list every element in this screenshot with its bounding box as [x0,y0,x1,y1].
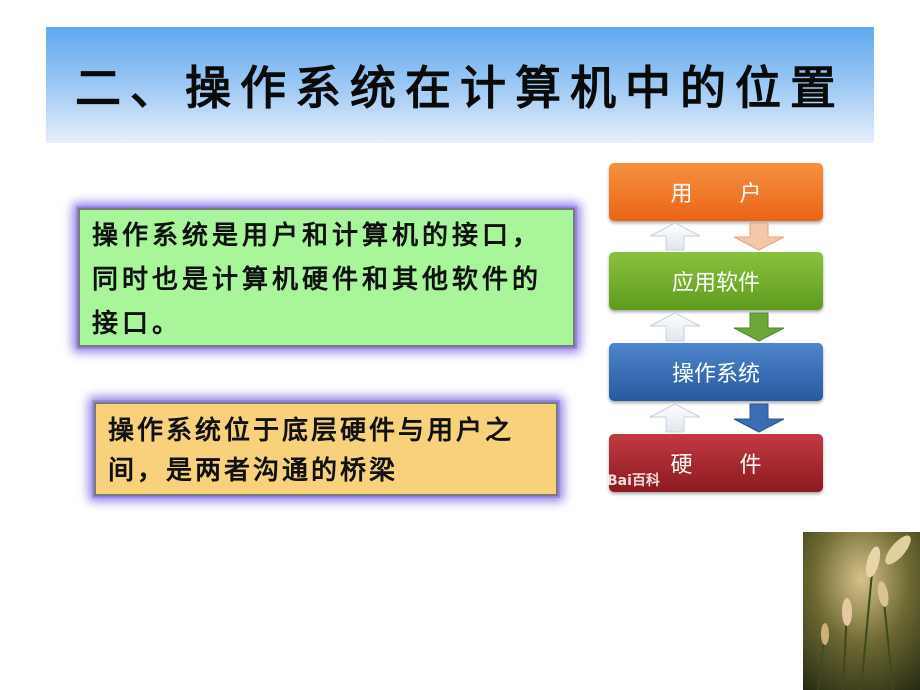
note-interface: 操作系统是用户和计算机的接口，同时也是计算机硬件和其他软件的接口。 [78,208,575,347]
layer-user: 用 户 [609,163,823,221]
baidu-watermark: Bai百科 [607,473,660,489]
title-banner: 二、操作系统在计算机中的位置 [46,27,874,143]
layer-hardware: 硬 件 [609,434,823,492]
arrows-group [649,222,785,433]
note-bridge: 操作系统位于底层硬件与用户之间，是两者沟通的桥梁 [94,402,558,496]
down-arrow-icon [733,312,785,342]
down-arrow-icon [733,222,785,251]
layer-application-software: 应用软件 [609,252,823,310]
down-arrow-icon [733,403,785,433]
slide-title: 二、操作系统在计算机中的位置 [75,61,845,115]
layer-operating-system: 操作系统 [609,343,823,401]
grass-photo-icon [803,532,920,690]
up-arrow-icon [649,403,701,433]
up-arrow-icon [649,312,701,342]
up-arrow-icon [649,222,701,251]
grass-photo [803,532,920,690]
